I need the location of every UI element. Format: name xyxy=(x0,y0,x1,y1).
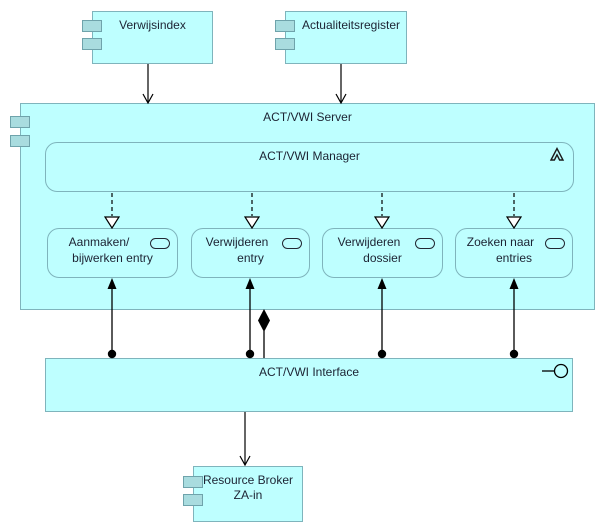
component-icon xyxy=(82,38,102,50)
component-icon xyxy=(275,38,295,50)
component-label-line2: ZA-in xyxy=(233,488,263,502)
function-icon xyxy=(549,146,565,161)
node-service-aanmaken-bijwerken-entry[interactable]: Aanmaken/ bijwerken entry xyxy=(47,228,178,278)
node-service-verwijderen-dossier[interactable]: Verwijderen dossier xyxy=(322,228,443,278)
service-icon xyxy=(545,238,565,249)
node-actualiteitsregister[interactable]: Actualiteitsregister xyxy=(285,11,407,64)
component-label: Actualiteitsregister xyxy=(301,18,401,32)
arrow-connector-verwijsindex-to-server[interactable] xyxy=(142,64,154,105)
node-service-verwijderen-entry[interactable]: Verwijderen entry xyxy=(191,228,310,278)
service-label-line2: dossier xyxy=(363,251,402,265)
service-icon xyxy=(150,238,170,249)
node-service-zoeken-naar-entries[interactable]: Zoeken naar entries xyxy=(455,228,573,278)
composition-connector-server-to-interface[interactable] xyxy=(258,309,270,358)
service-icon xyxy=(282,238,302,249)
manager-label: ACT/VWI Manager xyxy=(259,149,360,163)
component-icon xyxy=(10,135,30,147)
component-label: Resource Broker ZA-in xyxy=(194,467,302,503)
service-label-line1: Zoeken naar xyxy=(466,235,535,249)
service-label-line1: Verwijderen xyxy=(205,235,269,249)
server-label: ACT/VWI Server xyxy=(263,110,352,124)
arrow-connector-actualiteitsregister-to-server[interactable] xyxy=(335,64,347,105)
component-label-line1: Resource Broker xyxy=(202,473,294,487)
interface-label: ACT/VWI Interface xyxy=(258,365,360,379)
node-act-vwi-interface[interactable]: ACT/VWI Interface xyxy=(45,358,573,412)
component-icon xyxy=(82,20,102,32)
service-label-line2: entries xyxy=(495,251,533,265)
node-verwijsindex[interactable]: Verwijsindex xyxy=(92,11,213,64)
node-act-vwi-manager[interactable]: ACT/VWI Manager xyxy=(45,142,574,192)
service-label-line2: entry xyxy=(237,251,264,265)
interface-icon xyxy=(542,363,569,379)
service-icon xyxy=(415,238,435,249)
node-resource-broker-za-in[interactable]: Resource Broker ZA-in xyxy=(193,466,303,522)
service-label-line1: Verwijderen xyxy=(337,235,401,249)
arrow-connector-interface-to-resource-broker[interactable] xyxy=(239,412,251,467)
component-label: Verwijsindex xyxy=(119,18,186,32)
component-icon xyxy=(275,20,295,32)
component-icon xyxy=(183,476,203,488)
component-icon xyxy=(183,494,203,506)
service-label-line2: bijwerken entry xyxy=(72,251,153,265)
component-icon xyxy=(10,116,30,128)
service-label-line1: Aanmaken/ xyxy=(68,235,130,249)
node-act-vwi-server[interactable]: ACT/VWI Server xyxy=(20,103,595,310)
